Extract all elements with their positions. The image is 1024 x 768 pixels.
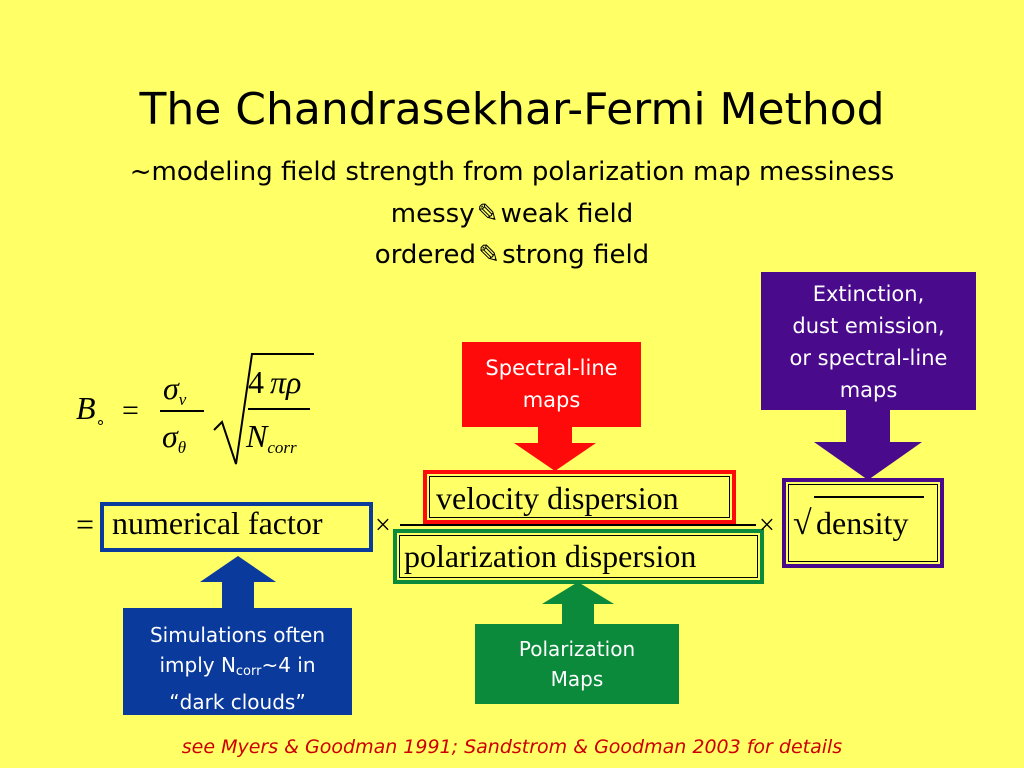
polarization-dispersion-box bbox=[393, 529, 764, 584]
velocity-dispersion: velocity dispersion bbox=[436, 480, 679, 516]
polarization-inner-frame bbox=[399, 535, 758, 578]
callout-line: Simulations often bbox=[149, 623, 326, 647]
eq2-equals: = bbox=[76, 506, 95, 542]
velocity-dispersion-box bbox=[423, 470, 736, 524]
density-inner-frame bbox=[788, 484, 938, 562]
extinction-callout: Extinction, dust emission, or spectral-l… bbox=[761, 272, 976, 410]
pi-symbol: π bbox=[270, 364, 287, 400]
B-symbol: B bbox=[76, 390, 96, 426]
times-sign: × bbox=[759, 510, 775, 541]
formula-B: B∘ bbox=[76, 390, 106, 432]
callout-text: imply N bbox=[159, 653, 236, 677]
density-box bbox=[782, 478, 944, 568]
strong-field-label: strong field bbox=[502, 240, 650, 270]
purple-arrow bbox=[814, 410, 922, 480]
callout-line: “dark clouds” bbox=[169, 690, 306, 714]
implies-icon: ✎ bbox=[476, 199, 499, 229]
N-symbol: N bbox=[246, 418, 268, 454]
callout-line: maps bbox=[839, 378, 898, 402]
N-corr: Ncorr bbox=[246, 418, 297, 458]
numerical-factor: numerical factor bbox=[112, 505, 323, 541]
slide-title: The Chandrasekhar-Fermi Method bbox=[139, 84, 885, 135]
reference-footer: see Myers & Goodman 1991; Sandstrom & Go… bbox=[181, 736, 843, 758]
callout-line: Maps bbox=[550, 667, 604, 691]
four-digit: 4 bbox=[248, 364, 264, 400]
messy-label: messy bbox=[390, 199, 475, 229]
spectral-line-callout: Spectral-line maps bbox=[462, 342, 641, 427]
polarization-maps-callout: Polarization Maps bbox=[475, 624, 679, 704]
sqrt-symbol: √ bbox=[793, 505, 812, 542]
callout-line: Spectral-line bbox=[485, 356, 618, 380]
slide-subtitle: ~modeling field strength from polarizati… bbox=[129, 157, 895, 187]
sigma-v: σv bbox=[163, 370, 186, 410]
callout-line: or spectral-line bbox=[789, 346, 948, 370]
callout-line: Extinction, bbox=[812, 282, 925, 306]
weak-field-label: weak field bbox=[500, 199, 634, 229]
implies-icon: ✎ bbox=[478, 240, 500, 270]
callout-line: dust emission, bbox=[792, 314, 945, 338]
callout-subscript: corr bbox=[235, 664, 262, 679]
polarization-dispersion: polarization dispersion bbox=[404, 538, 697, 574]
red-arrow bbox=[514, 427, 596, 471]
simulations-callout: Simulations often imply Ncorr~4 in “dark… bbox=[123, 608, 352, 715]
rho-symbol: ρ bbox=[286, 364, 302, 400]
blue-arrow bbox=[200, 556, 276, 610]
green-arrow bbox=[542, 582, 614, 626]
sigma-symbol: σ bbox=[163, 370, 179, 406]
ordered-label: ordered bbox=[374, 240, 477, 270]
callout-line: maps bbox=[522, 388, 581, 412]
theta-subscript: θ bbox=[177, 438, 187, 457]
density: density bbox=[816, 505, 909, 541]
radical-sign bbox=[213, 353, 314, 465]
B-subscript: ∘ bbox=[95, 414, 106, 431]
sigma-symbol: σ bbox=[162, 418, 178, 454]
velocity-inner-frame bbox=[429, 476, 730, 518]
formula-equals: = bbox=[122, 394, 139, 427]
callout-line: Polarization bbox=[518, 637, 636, 661]
sigma-theta: σθ bbox=[162, 418, 186, 458]
times-sign: × bbox=[375, 510, 391, 541]
messy-weak-line: messy✎weak field bbox=[0, 197, 1024, 231]
corr-subscript: corr bbox=[267, 438, 297, 457]
eq2-fraction-bar bbox=[400, 524, 756, 526]
v-subscript: v bbox=[178, 390, 187, 409]
ordered-strong-line: ordered✎strong field bbox=[0, 238, 1024, 272]
callout-text: ~4 in bbox=[261, 653, 316, 677]
sqrt-overbar bbox=[814, 496, 924, 498]
callout-line: imply Ncorr~4 in bbox=[123, 650, 352, 687]
numerical-factor-box bbox=[100, 502, 373, 552]
fraction-bar bbox=[160, 410, 204, 412]
